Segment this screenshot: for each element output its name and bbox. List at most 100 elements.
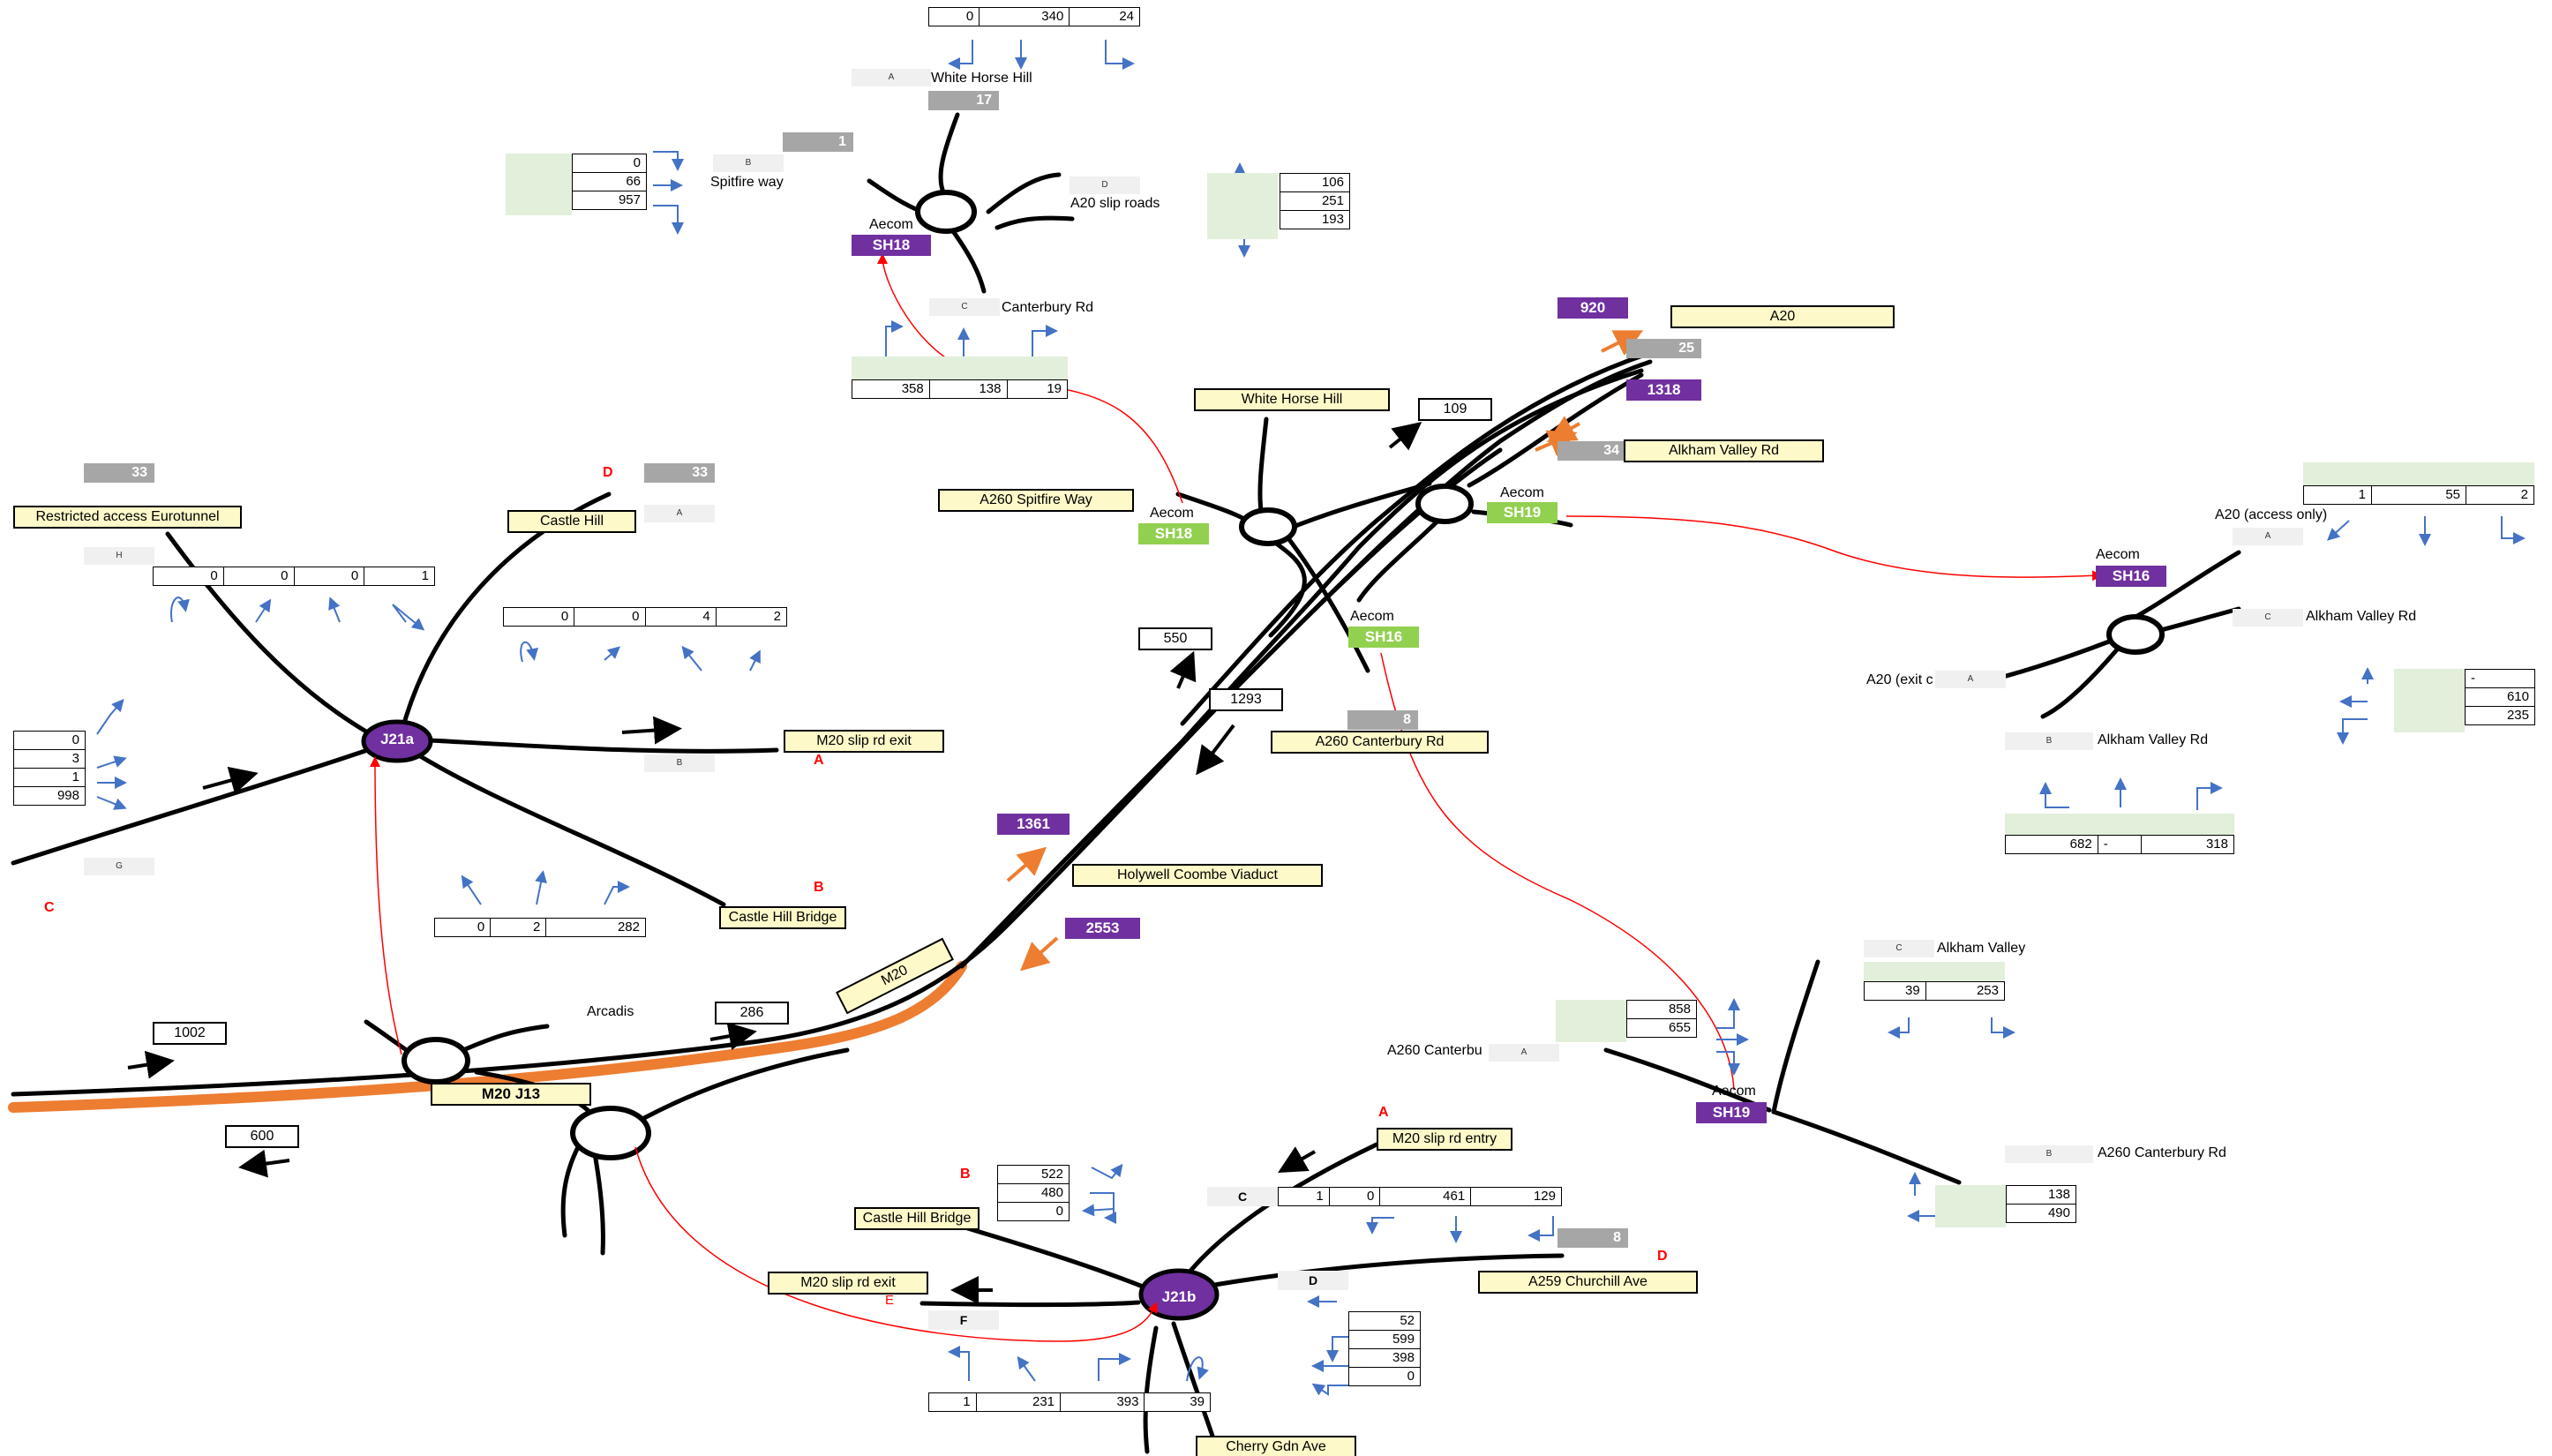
- survey-label: Aecom: [2096, 547, 2140, 562]
- flow-34: 34: [1557, 441, 1626, 461]
- road-label-a260-spitfire: A260 Spitfire Way: [938, 489, 1134, 512]
- j21a-roundabout: [361, 719, 433, 763]
- sh16-b-counts: 682 - 318: [2005, 835, 2234, 854]
- sh19-arm-name-b: A260 Canterbury Rd: [2098, 1145, 2226, 1160]
- sh18-c-shade: [852, 356, 1068, 379]
- j13-south-roundabout: [570, 1106, 651, 1160]
- sh16-arm-name-a-top: A20 (access only): [2215, 507, 2328, 522]
- orange-arrows: [1006, 330, 1644, 972]
- flow-1293: 1293: [1209, 688, 1283, 711]
- j21a-grey-33-right: 33: [644, 463, 715, 483]
- j21a-b-counts: 0 2 282: [433, 918, 646, 937]
- j21a-gray-letter-b: B: [644, 754, 715, 772]
- j21b-red-letter-e: E: [885, 1293, 895, 1308]
- count-cell: 998: [13, 786, 86, 806]
- sh18-b-counts: 0 66 957: [572, 154, 647, 210]
- count-cell: 490: [2006, 1204, 2076, 1223]
- road-label-castle-hill-bridge: Castle Hill Bridge: [719, 906, 846, 929]
- count-cell: 138: [2006, 1185, 2076, 1205]
- count-cell: 1: [364, 567, 435, 586]
- survey-label: Aecom: [1350, 609, 1394, 624]
- count-cell: 0: [572, 154, 647, 173]
- j21b-red-letter-d: D: [1657, 1249, 1668, 1264]
- flow-8: 8: [1347, 710, 1418, 730]
- count-cell: 19: [1006, 379, 1068, 399]
- sh18-roundabout-top: [915, 190, 977, 234]
- count-cell: 0: [222, 567, 295, 586]
- sh18-d-shade: [1207, 173, 1278, 239]
- sh18-arm-name-b: Spitfire way: [710, 175, 784, 190]
- j21a-gray-letter-a: A: [644, 505, 715, 522]
- sh19-c-shade: [1864, 962, 2005, 981]
- count-cell: 282: [545, 918, 646, 937]
- count-cell: 39: [1864, 981, 1926, 1001]
- road-label-m20-slip-exit-j21b: M20 slip rd exit: [768, 1272, 928, 1295]
- count-cell: 55: [2370, 485, 2467, 505]
- road-label-a259: A259 Churchill Ave: [1478, 1271, 1698, 1294]
- road-label-white-horse-hill: White Horse Hill: [1194, 388, 1390, 411]
- count-cell: 1: [13, 768, 86, 787]
- count-cell: 599: [1348, 1330, 1421, 1349]
- count-cell: 253: [1925, 981, 2006, 1001]
- count-cell: 0: [153, 567, 224, 586]
- sh18-arm-name-d: A20 slip roads: [1070, 196, 1160, 211]
- sh16-arm-letter-a-left: A: [1935, 671, 2006, 688]
- j21b-c-counts: 1 0 461 129: [1278, 1187, 1562, 1206]
- j21b-arm-letter-d: D: [1278, 1271, 1348, 1290]
- flow-2553: 2553: [1065, 918, 1140, 939]
- count-cell: 193: [1280, 210, 1350, 229]
- survey-label: Aecom: [869, 217, 913, 232]
- j21b-d-counts: 52 599 398 0: [1348, 1311, 1421, 1386]
- road-label-cherry-gdn-ave: Cherry Gdn Ave: [1196, 1436, 1356, 1456]
- sh19-arm-letter-c: C: [1864, 940, 1934, 957]
- count-cell: 0: [433, 918, 492, 937]
- j13-roads: [364, 1019, 850, 1256]
- sh18-arm-letter-b: B: [713, 154, 784, 172]
- count-cell: 0: [293, 567, 365, 586]
- direction-arrows: [127, 422, 1422, 1304]
- flow-1361: 1361: [997, 814, 1070, 835]
- flow-1002: 1002: [153, 1022, 227, 1045]
- j21a-a-counts: 0 0 4 2: [502, 607, 788, 627]
- count-cell: 106: [1280, 173, 1350, 192]
- j21a-red-letter-b: B: [814, 880, 824, 895]
- sh18-c-counts: 358 138 19: [852, 379, 1068, 399]
- sh16-c-counts: - 610 235: [2465, 669, 2535, 725]
- sh19-badge: SH19: [1696, 1102, 1767, 1123]
- count-cell: 318: [2141, 835, 2234, 854]
- count-cell: 0: [1348, 1367, 1421, 1386]
- count-cell: 480: [997, 1183, 1070, 1203]
- count-cell: 52: [1348, 1311, 1421, 1331]
- count-cell: 66: [572, 172, 647, 191]
- count-cell: 655: [1626, 1018, 1697, 1038]
- sh16-badge-green: SH16: [1348, 627, 1419, 648]
- sh18-badge-green: SH18: [1138, 523, 1209, 544]
- sh16-arm-letter-a-top: A: [2233, 528, 2303, 545]
- count-cell: 398: [1348, 1348, 1421, 1368]
- count-cell: 610: [2465, 687, 2535, 707]
- count-cell: -: [2097, 835, 2143, 854]
- j21b-roundabout: [1138, 1268, 1220, 1321]
- sh19-arm-name-a: A260 Canterbu: [1387, 1043, 1482, 1058]
- sh16-arm-letter-b: B: [2005, 732, 2093, 750]
- sh19-arm-letter-a: A: [1489, 1044, 1559, 1062]
- count-cell: 0: [1328, 1187, 1381, 1206]
- j21b-red-letter-a: A: [1378, 1105, 1389, 1120]
- count-cell: 1: [1278, 1187, 1330, 1206]
- sh16-badge: SH16: [2096, 566, 2166, 587]
- sh16-arm-name-b: Alkham Valley Rd: [2098, 732, 2209, 747]
- sh16-arm-name-a-left: A20 (exit c: [1866, 672, 1933, 687]
- j21b-arm-letter-f: F: [928, 1310, 999, 1330]
- road-label-m20-slip-exit-j21a: M20 slip rd exit: [784, 730, 944, 753]
- count-cell: 24: [1069, 7, 1140, 26]
- count-cell: 1: [928, 1392, 977, 1412]
- flow-920: 920: [1557, 297, 1628, 319]
- survey-label: Aecom: [1500, 485, 1544, 500]
- sh16-arm-letter-c: C: [2233, 609, 2303, 627]
- sh18-arm-letter-c: C: [929, 298, 1000, 316]
- sh18-arm-name-a: White Horse Hill: [931, 71, 1032, 86]
- sh19-a-shade: [1556, 1000, 1626, 1042]
- count-cell: 858: [1626, 1000, 1697, 1019]
